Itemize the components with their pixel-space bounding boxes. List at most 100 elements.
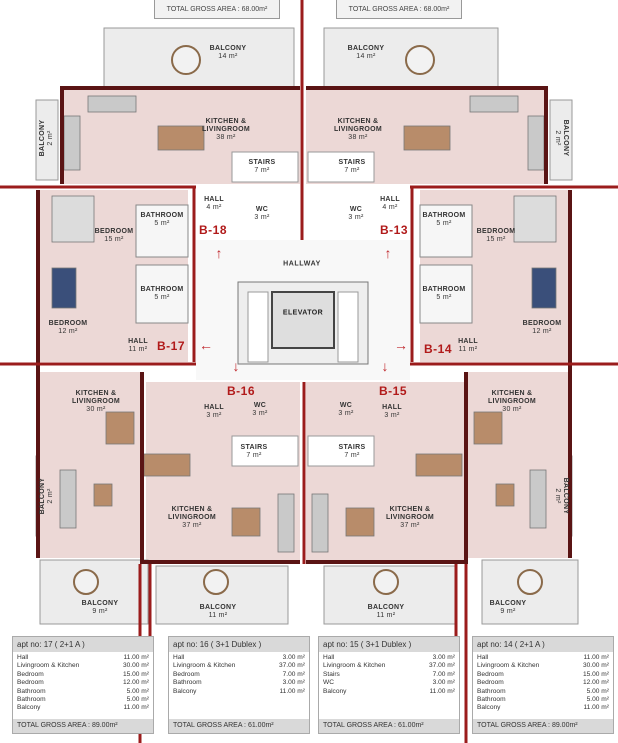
entrance-arrow-up-icon: ↑ [384,245,392,261]
apartment-code: B-16 [226,384,256,398]
walls [36,86,572,564]
balcony-area [35,99,59,181]
room-floor [468,372,572,558]
entrance-arrow-down-icon: ↓ [232,358,240,374]
area-table-title: apt no: 14 ( 2+1 A ) [473,637,613,652]
top-gross-area-left: TOTAL GROSS AREA : 68.00m² [154,0,280,19]
entrance-arrow-up-icon: ↑ [215,245,223,261]
room-floor [135,264,189,324]
area-table-total: TOTAL GROSS AREA : 61.00m² [169,719,309,733]
balcony-area [549,99,573,181]
apartment-code: B-14 [423,342,453,356]
floor-areas [35,27,579,625]
room-floor [419,264,473,324]
apartment-code: B-17 [156,339,186,353]
stairs [231,151,375,467]
apartment-code: B-15 [378,384,408,398]
elevator-shaft [271,291,335,349]
room-floor [38,372,142,558]
entrance-arrow-down-icon: ↓ [381,358,389,374]
room-floor [419,204,473,258]
entrance-arrow-left-icon: ← [199,337,213,353]
furniture [51,95,557,553]
apartment-code: B-18 [198,223,228,237]
entrance-arrow-right-icon: → [394,337,408,353]
elevator-label: ELEVATOR [282,309,324,317]
area-table-title: apt no: 16 ( 3+1 Dublex ) [169,637,309,652]
balcony-tables [73,45,543,595]
top-gross-area-right: TOTAL GROSS AREA : 68.00m² [336,0,462,19]
area-table-total: TOTAL GROSS AREA : 61.00m² [319,719,459,733]
apartment-code: B-13 [379,223,409,237]
area-table-total: TOTAL GROSS AREA : 89.00m² [473,719,613,733]
